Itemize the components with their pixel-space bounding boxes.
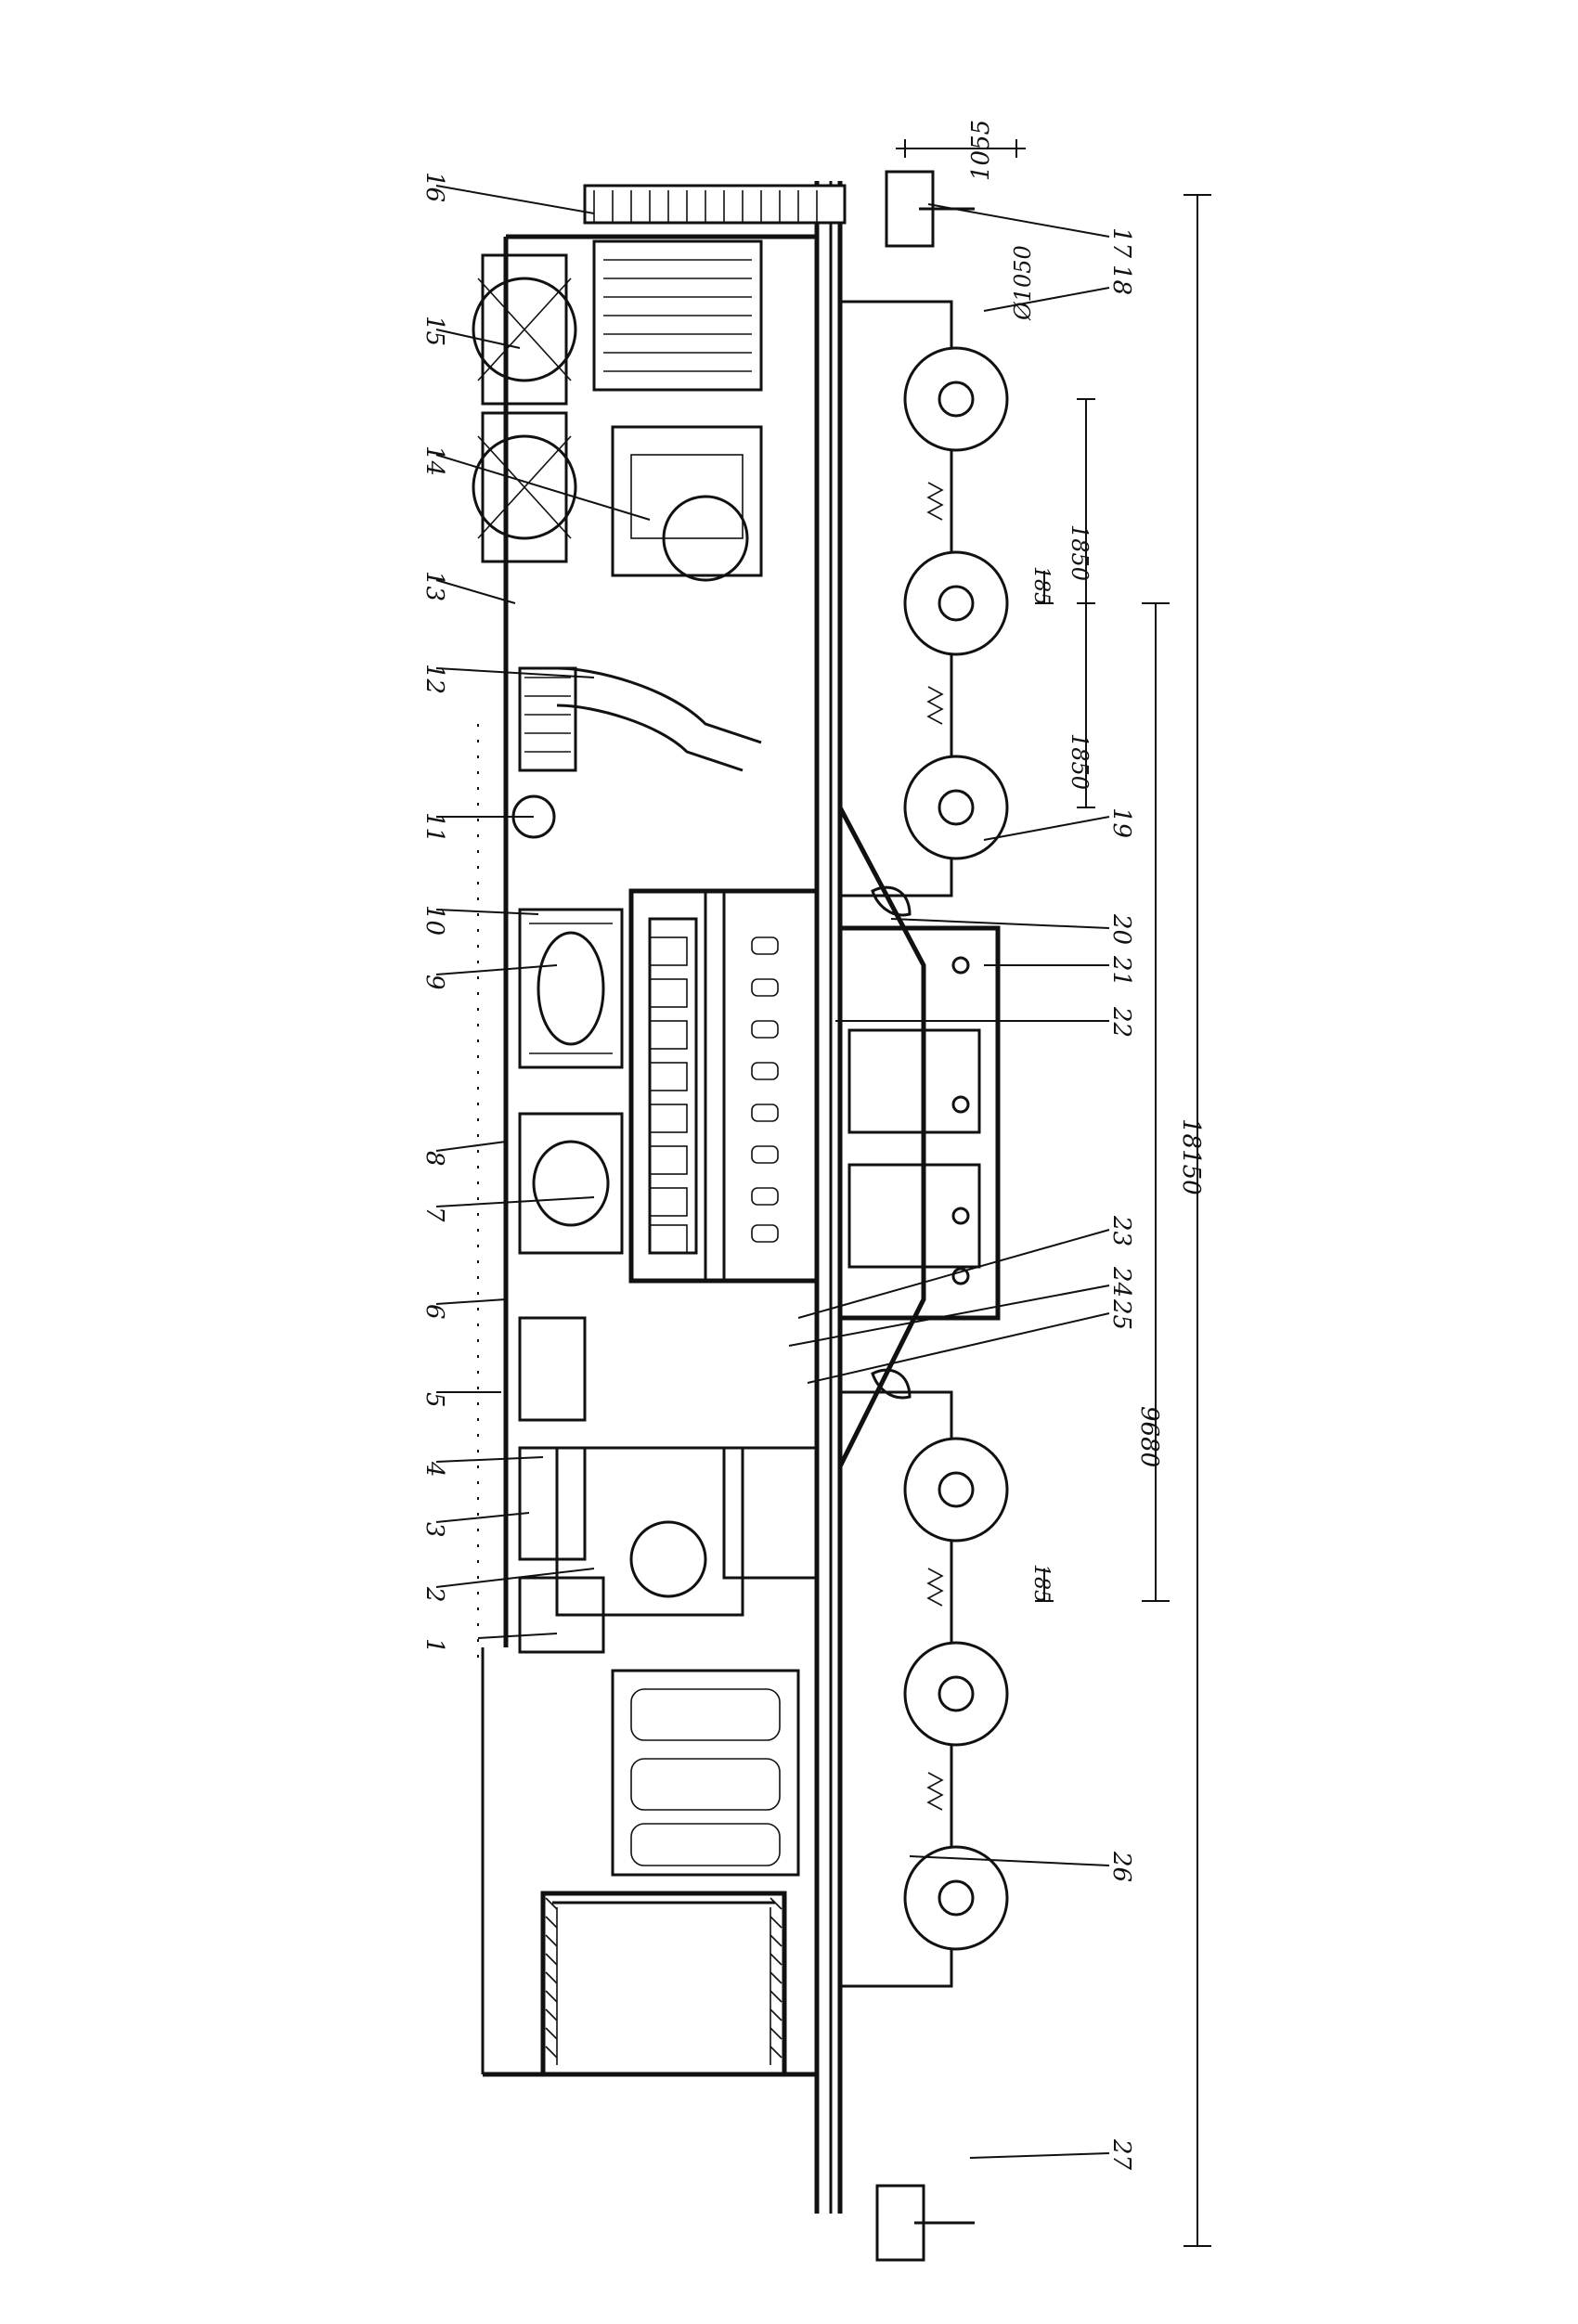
dim-wheel-diameter: Ø1050 xyxy=(1010,245,1036,321)
dim-axle-base-2: 1850 xyxy=(1067,733,1093,790)
callout-labels: 1 2 3 4 5 6 7 8 9 10 11 12 13 14 15 16 1… xyxy=(420,172,1135,2171)
callout-15: 15 xyxy=(420,316,448,346)
callout-10: 10 xyxy=(420,905,448,936)
callout-23: 23 xyxy=(1107,1215,1135,1246)
cooling-section xyxy=(472,184,847,582)
engine-compartment xyxy=(511,666,1001,1654)
callout-11: 11 xyxy=(420,812,448,843)
callout-18: 18 xyxy=(1107,265,1135,295)
callout-3: 3 xyxy=(420,1522,448,1538)
callout-17: 17 xyxy=(1107,227,1135,259)
callout-9: 9 xyxy=(420,975,448,990)
body-windows xyxy=(611,1669,800,1877)
callout-16: 16 xyxy=(420,172,448,202)
callout-12: 12 xyxy=(420,664,448,694)
dim-gap-front: 185 xyxy=(1029,566,1053,605)
callout-6: 6 xyxy=(420,1304,448,1320)
callout-13: 13 xyxy=(420,571,448,601)
callout-22: 22 xyxy=(1107,1006,1135,1038)
callout-24: 24 xyxy=(1107,1266,1135,1298)
callout-7: 7 xyxy=(420,1207,448,1222)
callout-8: 8 xyxy=(420,1151,448,1167)
callout-4: 4 xyxy=(420,1461,448,1478)
dim-buffer-height: 1055 xyxy=(967,120,995,181)
rear-bogie xyxy=(838,1390,1009,1988)
callout-5: 5 xyxy=(420,1392,448,1408)
callout-27: 27 xyxy=(1107,2138,1135,2171)
dim-gap-rear: 185 xyxy=(1029,1564,1053,1603)
callout-14: 14 xyxy=(420,445,448,476)
callout-25: 25 xyxy=(1107,1298,1135,1330)
callout-19: 19 xyxy=(1107,807,1135,838)
couplers xyxy=(875,170,975,2262)
leader-lines xyxy=(435,185,1110,2159)
dim-overall-length: 18150 xyxy=(1177,1118,1205,1195)
dim-bogie-centers: 9680 xyxy=(1135,1406,1163,1467)
dim-axle-base-1: 1850 xyxy=(1067,524,1093,581)
dimension-lines xyxy=(896,139,1211,2247)
callout-21: 21 xyxy=(1107,955,1135,987)
front-bogie xyxy=(838,300,1009,897)
callout-2: 2 xyxy=(420,1586,448,1603)
callout-26: 26 xyxy=(1107,1851,1135,1882)
dimension-labels: 1055 Ø1050 1850 185 1850 18150 9680 185 xyxy=(967,120,1205,1603)
callout-20: 20 xyxy=(1107,913,1135,945)
callout-1: 1 xyxy=(420,1638,448,1654)
